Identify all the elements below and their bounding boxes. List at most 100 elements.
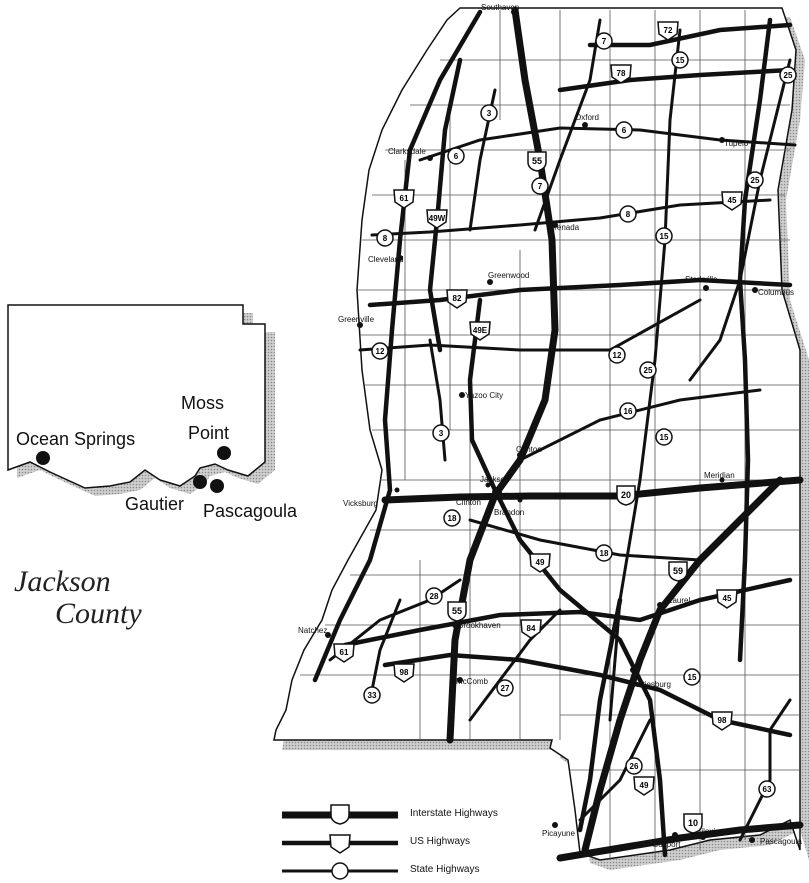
- city-label: Starkville: [685, 275, 718, 284]
- city-label: Picayune: [542, 829, 575, 838]
- state-route-marker: 15: [671, 51, 689, 69]
- interstate-shield: 20: [616, 485, 636, 506]
- svg-text:20: 20: [621, 490, 631, 500]
- svg-text:3: 3: [487, 109, 492, 118]
- us-shield: 61: [333, 643, 355, 663]
- city-label: Gulfport: [652, 840, 681, 849]
- svg-text:18: 18: [600, 549, 609, 558]
- interstate-shield: 55: [527, 151, 547, 172]
- svg-text:15: 15: [660, 433, 669, 442]
- city-label: Vicksburg: [343, 499, 378, 508]
- city-label: Meridian: [704, 471, 735, 480]
- svg-text:7: 7: [602, 37, 607, 46]
- legend-us-symbol: [282, 834, 398, 854]
- city-label: Southaven: [481, 3, 519, 12]
- city-label: Clinton: [456, 498, 481, 507]
- interstate-shields: 55 55 20 59 10: [447, 151, 703, 834]
- interstate-shield: 59: [668, 561, 688, 582]
- state-route-marker: 28: [425, 587, 443, 605]
- us-shield: 45: [716, 589, 738, 609]
- svg-text:6: 6: [622, 126, 627, 135]
- city-label: Grenada: [548, 223, 580, 232]
- svg-text:61: 61: [400, 194, 409, 203]
- svg-text:61: 61: [340, 648, 349, 657]
- county-city-label: Gautier: [125, 494, 184, 514]
- svg-text:15: 15: [660, 232, 669, 241]
- svg-text:72: 72: [664, 26, 673, 35]
- interstate-shield: 10: [683, 813, 703, 834]
- state-route-marker: 25: [779, 66, 797, 84]
- state-route-marker: 12: [371, 342, 389, 360]
- svg-text:8: 8: [383, 234, 388, 243]
- svg-text:8: 8: [626, 210, 631, 219]
- state-route-marker: 3: [480, 104, 498, 122]
- city-label: McComb: [456, 677, 489, 686]
- svg-text:33: 33: [368, 691, 377, 700]
- us-shield: 49W: [426, 209, 448, 229]
- county-city-label: Moss: [181, 393, 224, 413]
- city-label: Brandon: [494, 508, 524, 517]
- city-label: Greenwood: [488, 271, 529, 280]
- county-title-line2: County: [55, 597, 142, 630]
- svg-text:12: 12: [613, 351, 622, 360]
- us-shield: 72: [657, 21, 679, 41]
- us-shield: 49E: [469, 321, 491, 341]
- city-label: Tupelo: [724, 139, 749, 148]
- county-city-label: Pascagoula: [203, 501, 298, 521]
- svg-text:6: 6: [454, 152, 459, 161]
- svg-text:45: 45: [728, 196, 737, 205]
- legend-label-state: State Highways: [410, 864, 480, 875]
- svg-text:3: 3: [439, 429, 444, 438]
- legend-label-us: US Highways: [410, 836, 471, 847]
- state-route-marker: 8: [619, 205, 637, 223]
- city-label: Jackson: [480, 475, 509, 484]
- city-label: Natchez: [298, 626, 327, 635]
- city-label: Oxford: [575, 113, 599, 122]
- city-marker: [217, 446, 231, 460]
- svg-text:63: 63: [763, 785, 772, 794]
- svg-text:84: 84: [527, 624, 536, 633]
- svg-text:49: 49: [640, 781, 649, 790]
- state-route-marker: 15: [655, 227, 673, 245]
- city-label: Canton: [516, 445, 542, 454]
- state-route-marker: 15: [655, 428, 673, 446]
- state-route-markers: 7 7 3 3 6 6 8 8 15 15 15 15 25 25 25 12 …: [363, 32, 797, 798]
- us-shield: 49: [529, 553, 551, 573]
- svg-text:15: 15: [688, 673, 697, 682]
- state-route-marker: 27: [496, 679, 514, 697]
- state-route-marker: 6: [447, 147, 465, 165]
- us-shield: 49: [633, 776, 655, 796]
- state-route-marker: 7: [531, 177, 549, 195]
- svg-text:49W: 49W: [429, 214, 446, 223]
- svg-text:12: 12: [376, 347, 385, 356]
- city-label: Hattiesburg: [630, 680, 671, 689]
- us-shield: 61: [393, 189, 415, 209]
- legend-interstate-symbol: [282, 804, 398, 825]
- city-labels: Southaven Oxford Tupelo Clarksdale Cleve…: [298, 3, 802, 849]
- city-label: Cleveland: [368, 255, 404, 264]
- svg-text:26: 26: [630, 762, 639, 771]
- city-label: Laurel: [668, 596, 690, 605]
- state-outline: [273, 7, 801, 861]
- county-title-line1: Jackson: [14, 565, 111, 598]
- state-route-marker: 6: [615, 121, 633, 139]
- city-marker: [193, 475, 207, 489]
- svg-text:18: 18: [448, 514, 457, 523]
- city-label: Columbus: [758, 288, 794, 297]
- state-route-marker: 12: [608, 346, 626, 364]
- jackson-county-inset: Ocean Springs Moss Point Gautier Pascago…: [7, 304, 298, 521]
- city-label: Brookhaven: [458, 621, 501, 630]
- svg-text:15: 15: [676, 56, 685, 65]
- city-markers: [325, 9, 758, 843]
- svg-text:10: 10: [688, 818, 698, 828]
- state-route-marker: 7: [595, 32, 613, 50]
- interstate-highways: [381, 6, 804, 862]
- county-city-label: Point: [188, 423, 229, 443]
- state-route-marker: 15: [683, 668, 701, 686]
- state-route-marker: 3: [432, 424, 450, 442]
- legend-label-interstate: Interstate Highways: [410, 808, 498, 819]
- us-shield: 84: [520, 619, 542, 639]
- svg-text:27: 27: [501, 684, 510, 693]
- svg-text:45: 45: [723, 594, 732, 603]
